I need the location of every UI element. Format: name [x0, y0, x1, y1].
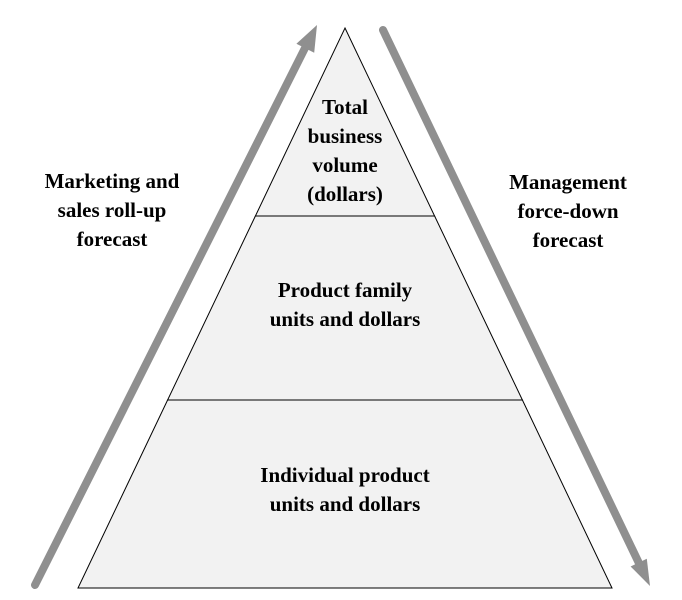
tier-top-label: Total business volume (dollars) — [307, 95, 383, 206]
force-down-arrow — [379, 26, 650, 586]
tier-middle-label: Product family units and dollars — [269, 278, 421, 331]
pyramid-tier-bottom — [77, 399, 613, 589]
tier-bottom-label: Individual product units and dollars — [260, 463, 430, 516]
force-down-arrowhead-icon — [630, 558, 650, 586]
roll-up-arrow-shaft — [31, 44, 309, 589]
roll-up-arrow — [31, 25, 317, 589]
marketing-rollup-forecast-label: Marketing and sales roll-up forecast — [44, 169, 180, 251]
management-force-down-forecast-label: Management force-down forecast — [509, 170, 627, 252]
force-down-arrow-shaft — [379, 26, 643, 567]
roll-up-arrowhead-icon — [296, 25, 317, 53]
